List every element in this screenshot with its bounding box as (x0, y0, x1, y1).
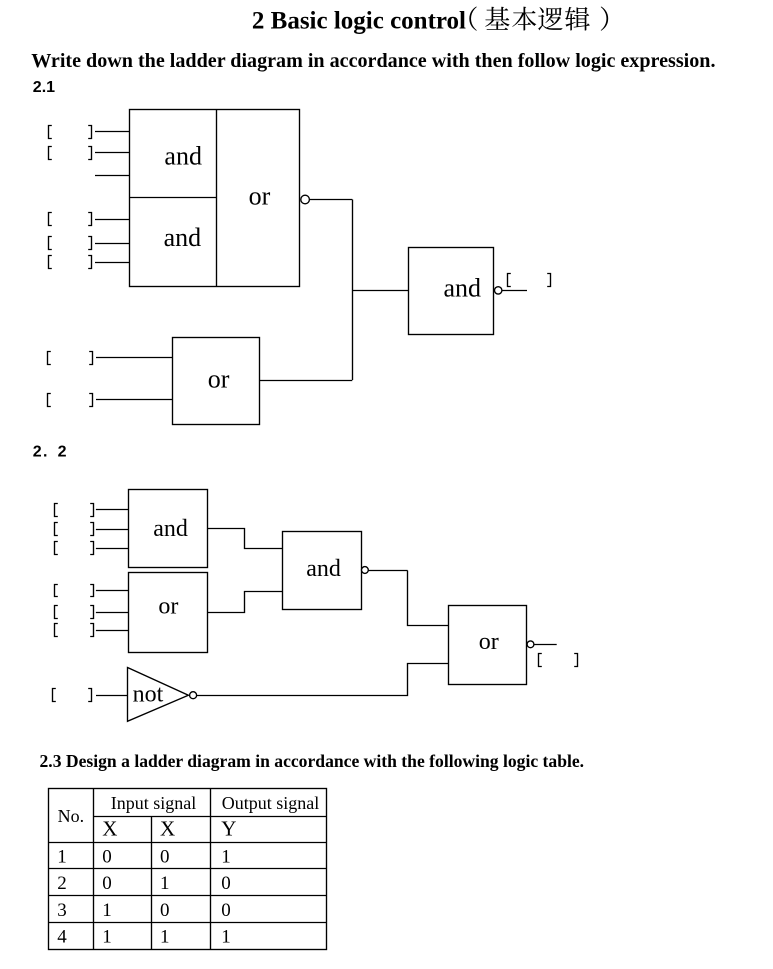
svg-text:0: 0 (102, 873, 112, 894)
svg-text:No.: No. (58, 806, 85, 826)
svg-text:X: X (102, 817, 117, 841)
svg-text:1: 1 (221, 927, 231, 948)
svg-text:1: 1 (221, 847, 231, 868)
svg-text:2.1: 2.1 (33, 79, 55, 96)
svg-text:4: 4 (57, 927, 67, 948)
svg-text:2: 2 (58, 444, 67, 461)
svg-text:2.3 Design a ladder diagram in: 2.3 Design a ladder diagram in accordanc… (40, 751, 585, 771)
svg-text:0: 0 (102, 847, 112, 868)
svg-text:1: 1 (160, 927, 170, 948)
svg-text:and: and (153, 516, 188, 542)
svg-text:0: 0 (221, 873, 231, 894)
svg-text:and: and (164, 142, 202, 171)
svg-text:or: or (208, 365, 230, 394)
svg-text:not: not (133, 681, 164, 707)
svg-text:or: or (479, 629, 499, 655)
svg-text:1: 1 (102, 927, 112, 948)
svg-text:2: 2 (57, 873, 66, 894)
svg-text:1: 1 (160, 873, 170, 894)
svg-text:3: 3 (57, 900, 66, 921)
svg-text:0: 0 (221, 900, 231, 921)
svg-text:or: or (158, 593, 178, 619)
svg-text:and: and (306, 556, 341, 582)
svg-text:Input signal: Input signal (111, 793, 197, 813)
svg-text:1: 1 (57, 847, 66, 868)
svg-text:1: 1 (102, 900, 112, 921)
svg-text:Output signal: Output signal (222, 793, 319, 813)
svg-text:2 Basic logic control: 2 Basic logic control (252, 8, 466, 35)
svg-text:0: 0 (160, 900, 170, 921)
svg-text:and: and (444, 273, 482, 302)
svg-text:and: and (164, 223, 202, 252)
svg-text:X: X (160, 817, 175, 841)
svg-text:2: 2 (33, 444, 42, 461)
svg-text:or: or (249, 182, 271, 211)
svg-text:0: 0 (160, 847, 170, 868)
svg-text:Write down the ladder diagram: Write down the ladder diagram in accorda… (31, 50, 715, 72)
svg-text:.: . (43, 444, 47, 461)
svg-text:Y: Y (221, 817, 236, 841)
